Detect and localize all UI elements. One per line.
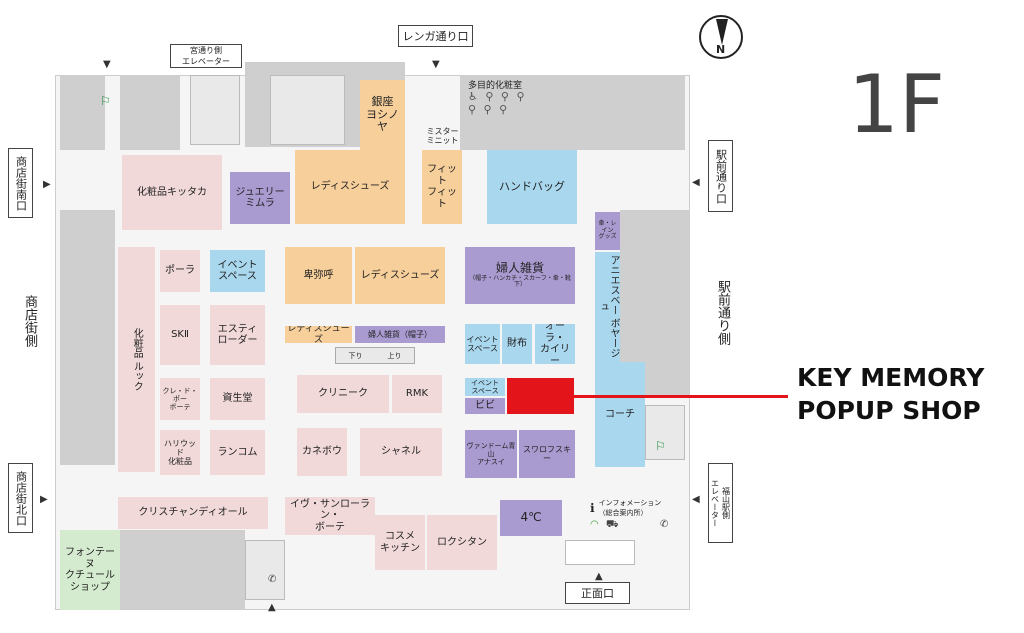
shop-ysl-beaute[interactable]: イヴ・サンローラン・ ボーテ [285, 497, 375, 535]
phone-icon-sw: ✆ [268, 574, 277, 585]
floor-label: 1F [848, 58, 945, 151]
entrance-renga[interactable]: レンガ通り口 [398, 25, 473, 47]
arrow-kita: ▶ [40, 494, 48, 505]
shop-cosme-kitchen[interactable]: コスメ キッチン [375, 515, 425, 570]
shop-cle-de-peau[interactable]: クレ・ド・ポー ボーテ [160, 378, 200, 420]
exit-icon-east: ⚐ [655, 439, 666, 453]
callout-line-1: KEY MEMORY [797, 363, 985, 392]
elevator-fukuyama[interactable]: 福山駅側 エレベーター [708, 463, 733, 543]
shop-bibi[interactable]: ビビ [465, 398, 505, 414]
structure-block-west [60, 210, 115, 465]
stair-block-top [270, 75, 345, 145]
elevator-block-miya [190, 75, 240, 145]
shop-chanel[interactable]: シャネル [360, 428, 442, 476]
shop-fontaine-couture[interactable]: フォンテーヌ クチュール ショップ [60, 530, 120, 610]
shop-agnes-b-voyage[interactable]: アニエスベー ボヤージュ [595, 252, 620, 362]
shop-4c[interactable]: 4℃ [500, 500, 562, 536]
shop-saifu[interactable]: 財布 [502, 324, 532, 364]
compass-letter: N [716, 43, 726, 56]
shop-swarovski[interactable]: スワロフスキー [519, 430, 575, 478]
shop-handbag[interactable]: ハンドバッグ [487, 150, 577, 224]
arrow-miya: ▼ [103, 59, 111, 70]
shop-cosmetics-look[interactable]: 化粧品 ルック [118, 247, 155, 472]
shop-event-space-2[interactable]: イベント スペース [465, 324, 500, 364]
entrance-step-south [565, 540, 635, 565]
shop-orla-kiely[interactable]: オーラ・ カイリー [535, 324, 575, 364]
restroom-icons: ♿ ⚲ ⚲ ⚲⚲ ⚲ ⚲ [468, 90, 527, 116]
arrow-sw: ▲ [268, 602, 276, 613]
side-label-ekimae: 駅前通り側 [715, 280, 730, 345]
shop-event-space-3[interactable]: イベント スペース [465, 378, 505, 396]
shop-kanebo[interactable]: カネボウ [297, 428, 347, 476]
elevator-miya[interactable]: 宮通り側 エレベーター [170, 44, 242, 68]
callout-line [574, 395, 788, 398]
entrance-shotengai-minami[interactable]: 商店街南口 [8, 148, 33, 218]
shop-kasa-rain[interactable]: 傘・レイン グッズ [595, 212, 620, 250]
compass-needle [716, 19, 728, 45]
shop-shiseido[interactable]: 資生堂 [210, 378, 265, 420]
entrance-ekimae[interactable]: 駅前通り口 [708, 140, 733, 212]
escalator-down-label: 下り [348, 351, 363, 360]
shop-christian-dior[interactable]: クリスチャンディオール [118, 497, 268, 529]
shop-fit-fit[interactable]: フィット フィット [422, 150, 462, 224]
shop-event-space-1[interactable]: イベント スペース [210, 250, 265, 292]
compass-icon: N [699, 15, 743, 59]
shop-himiko[interactable]: 卑弥呼 [285, 247, 352, 304]
escalator-up-label: 上り [387, 351, 402, 360]
callout-text: KEY MEMORY POPUP SHOP [797, 362, 984, 427]
info-icon: ℹ [590, 501, 595, 515]
structure-block-nw2 [120, 75, 180, 150]
restroom-label: 多目的化粧室 [468, 81, 523, 91]
arrow-ekimae: ◀ [692, 177, 700, 188]
shop-clinique[interactable]: クリニーク [297, 375, 389, 413]
info-desk[interactable]: ℹ インフォメーション （総合案内所） [590, 499, 662, 517]
shop-rmk[interactable]: RMK [392, 375, 442, 413]
callout-line-2: POPUP SHOP [797, 395, 981, 425]
shop-ladies-shoes-2[interactable]: レディスシューズ [355, 247, 445, 304]
shop-jewelry-mimura[interactable]: ジュエリー ミムラ [230, 172, 290, 224]
exit-icon: ⚐ [100, 94, 111, 108]
structure-block-sw [120, 530, 245, 610]
arrow-shomen: ▲ [595, 571, 603, 582]
side-label-shotengai: 商店街側 [22, 295, 37, 347]
arrow-minami: ▶ [43, 179, 51, 190]
shop-mister-minit[interactable]: ミスター ミニット [426, 126, 459, 145]
stair-block-east [645, 405, 685, 460]
entrance-shotengai-kita[interactable]: 商店街北口 [8, 463, 33, 533]
shop-fujin-hat[interactable]: 婦人雑貨（帽子） [355, 326, 445, 343]
shop-loccitane[interactable]: ロクシタン [427, 515, 497, 570]
shop-kittaka[interactable]: 化粧品キッタカ [122, 155, 222, 230]
shop-pola[interactable]: ポーラ [160, 250, 200, 292]
shop-ginza-yoshinoya[interactable]: 銀座 ヨシノヤ [360, 80, 405, 150]
wifi-icon: ◠ [590, 519, 599, 530]
floor-map: 銀座 ヨシノヤ ミスター ミニット 化粧品キッタカ ジュエリー ミムラ レディス… [8, 25, 733, 613]
phone-icon: ✆ [660, 519, 669, 530]
shop-ladies-shoes-1[interactable]: レディスシューズ [295, 150, 405, 224]
shop-vendome-anasui[interactable]: ヴァンドーム青山 アナスイ [465, 430, 517, 478]
shop-ladies-shoes-3[interactable]: レディスシューズ [285, 326, 352, 343]
shop-fujin-zakka[interactable]: 婦人雑貨 （帽子・ハンカチ・スカーフ・傘・靴下） [465, 247, 575, 304]
structure-block-nw [60, 75, 105, 150]
stair-block-sw [245, 540, 285, 600]
arrow-renga: ▼ [432, 59, 440, 70]
shop-hollywood[interactable]: ハリウッド 化粧品 [160, 430, 200, 475]
shop-coach[interactable]: コーチ [595, 362, 645, 467]
structure-block-ne [460, 75, 685, 150]
shop-sk2[interactable]: SKⅡ [160, 305, 200, 365]
shop-estee-lauder[interactable]: エスティ ローダー [210, 305, 265, 365]
cart-icon: ⛟ [606, 519, 619, 530]
entrance-shomen[interactable]: 正面口 [565, 582, 630, 604]
arrow-fukuyama: ◀ [692, 494, 700, 505]
escalator: 下り 上り [335, 347, 415, 364]
shop-lancome[interactable]: ランコム [210, 430, 265, 475]
popup-shop-key-memory[interactable] [507, 378, 574, 414]
